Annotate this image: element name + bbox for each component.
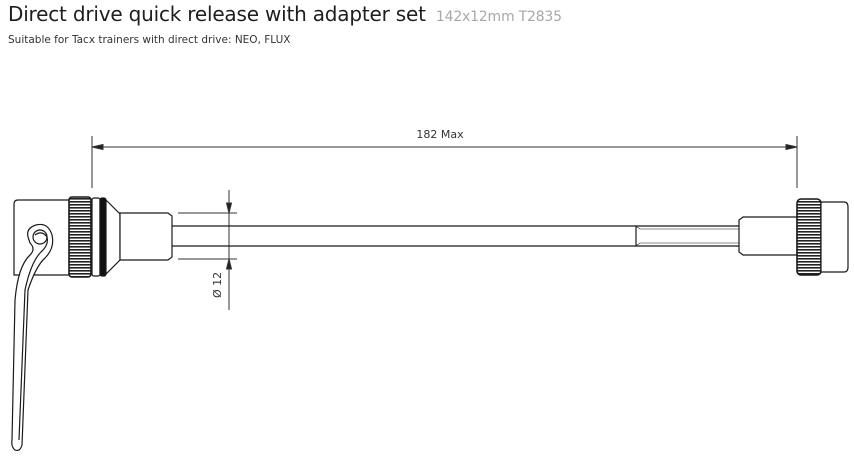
title-main: Direct drive quick release with adapter … xyxy=(8,2,426,26)
length-label: 182 Max xyxy=(416,128,464,141)
left-knurled-nut xyxy=(68,196,92,278)
length-dimension xyxy=(91,136,798,188)
right-knurled-nut xyxy=(796,198,822,276)
right-end-cap xyxy=(738,216,798,256)
diameter-label: Ø 12 xyxy=(211,272,224,298)
quick-release-lever xyxy=(11,223,54,452)
left-washer xyxy=(91,197,121,277)
left-shoulder xyxy=(119,212,173,261)
title-suffix: 142x12mm T2835 xyxy=(435,9,562,25)
subtitle: Suitable for Tacx trainers with direct d… xyxy=(8,34,291,46)
header: Direct drive quick release with adapter … xyxy=(8,2,562,46)
page-title: Direct drive quick release with adapter … xyxy=(8,2,562,26)
axle-shaft xyxy=(172,225,740,247)
right-end-face xyxy=(820,201,849,273)
diameter-dimension xyxy=(178,190,237,310)
